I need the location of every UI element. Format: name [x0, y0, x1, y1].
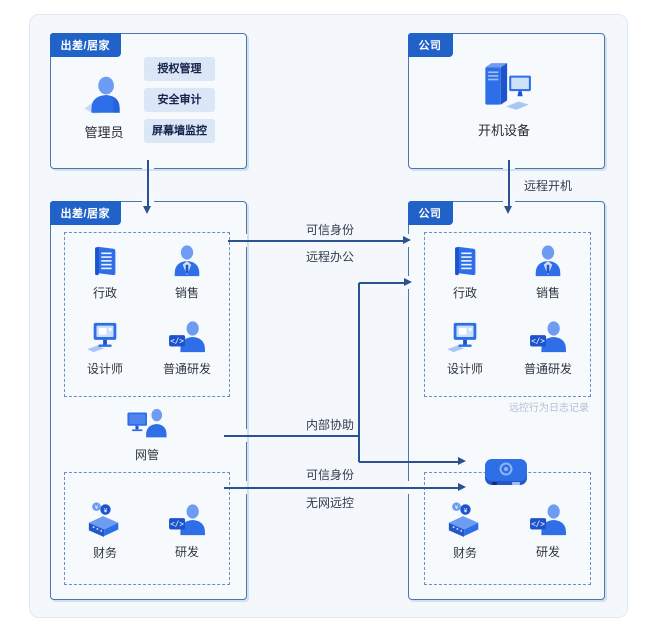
- arrowhead-right: [404, 278, 412, 286]
- feature-pill-authorization: 授权管理: [144, 57, 215, 81]
- role-label: 设计师: [446, 362, 483, 376]
- salesperson-icon: [529, 244, 567, 278]
- company-roles-group1: [423, 231, 591, 397]
- feature-pill-screenwall: 屏幕墙监控: [144, 119, 215, 143]
- connector-label-trusted-identity-bottom: 可信身份: [305, 468, 354, 482]
- admin-node: 管理员: [62, 74, 146, 141]
- connector-branch-top: [359, 282, 405, 284]
- boot-device-node: 开机设备: [466, 62, 542, 139]
- node-label: 开机设备: [477, 123, 530, 138]
- document-icon: [446, 244, 484, 278]
- location-badge: 公司: [407, 200, 453, 225]
- connector-offline-remote: [224, 487, 459, 489]
- role-label: 设计师: [86, 362, 123, 376]
- salesperson-icon: [168, 244, 206, 278]
- remote-box: 出差/居家: [49, 200, 247, 600]
- remote-roles-group1: [63, 231, 230, 397]
- role-node: 财务: [64, 500, 146, 561]
- role-label: 财务: [452, 546, 477, 560]
- connector-label-trusted-identity-top: 可信身份: [305, 223, 354, 237]
- developer-person-icon: [168, 320, 206, 354]
- designer-monitor-icon: [446, 320, 484, 354]
- role-node: 研发: [146, 503, 228, 560]
- connector-branch-device: [359, 461, 459, 463]
- role-label: 财务: [92, 546, 117, 560]
- developer-person-icon: [529, 503, 567, 537]
- role-label: 网管: [134, 448, 159, 462]
- role-label: 销售: [535, 286, 560, 300]
- role-node: 销售: [507, 244, 589, 301]
- role-label: 研发: [174, 545, 199, 559]
- role-label: 行政: [92, 286, 117, 300]
- connector-internal-assist: [224, 435, 359, 437]
- role-label: 销售: [174, 286, 199, 300]
- network-admin-icon: [125, 408, 169, 440]
- role-label: 行政: [452, 286, 477, 300]
- connector-label-internal-assist: 内部协助: [305, 418, 354, 432]
- location-badge: 出差/居家: [49, 200, 122, 225]
- connector-label-remote-boot: 远程开机: [524, 179, 573, 193]
- document-icon: [86, 244, 124, 278]
- role-node: 普通研发: [146, 320, 228, 377]
- connector-remote-office: [228, 240, 404, 242]
- role-label: 普通研发: [523, 362, 572, 376]
- arrowhead-down: [504, 206, 512, 214]
- company-device-box: 公司: [407, 32, 605, 169]
- finance-icon: [445, 500, 485, 538]
- arrowhead-right: [403, 236, 411, 244]
- developer-person-icon: [529, 320, 567, 354]
- arrowhead-right: [458, 457, 466, 465]
- network-admin-node: 网管: [105, 408, 189, 463]
- location-badge: 公司: [407, 32, 453, 57]
- remote-roles-group2: [63, 471, 230, 585]
- role-node: 财务: [424, 500, 506, 561]
- connector-remote-boot: [508, 160, 510, 208]
- location-badge: 出差/居家: [49, 32, 122, 57]
- node-label: 管理员: [84, 125, 124, 140]
- feature-pill-audit: 安全审计: [144, 88, 215, 112]
- role-node: 研发: [507, 503, 589, 560]
- role-node: 普通研发: [507, 320, 589, 377]
- role-node: 行政: [424, 244, 506, 301]
- designer-monitor-icon: [86, 320, 124, 354]
- admin-person-icon: [81, 74, 127, 116]
- role-label: 研发: [535, 545, 560, 559]
- finance-icon: [85, 500, 125, 538]
- role-node: 行政: [64, 244, 146, 301]
- connector-admin-down: [147, 160, 149, 208]
- arrowhead-down: [143, 206, 151, 214]
- connector-internal-assist-vertical: [358, 283, 360, 462]
- gateway-device-node: [482, 455, 530, 495]
- developer-person-icon: [168, 503, 206, 537]
- desktop-computer-icon: [475, 62, 533, 114]
- connector-label-remote-office: 远程办公: [305, 250, 354, 264]
- mini-pc-icon: [482, 455, 530, 495]
- company-box: 公司: [407, 200, 605, 600]
- role-node: 设计师: [64, 320, 146, 377]
- log-note: 远控行为日志记录: [509, 403, 589, 414]
- connector-label-offline-remote: 无网远控: [305, 496, 354, 510]
- role-node: 设计师: [424, 320, 506, 377]
- role-label: 普通研发: [162, 362, 211, 376]
- arrowhead-right: [458, 483, 466, 491]
- role-node: 销售: [146, 244, 228, 301]
